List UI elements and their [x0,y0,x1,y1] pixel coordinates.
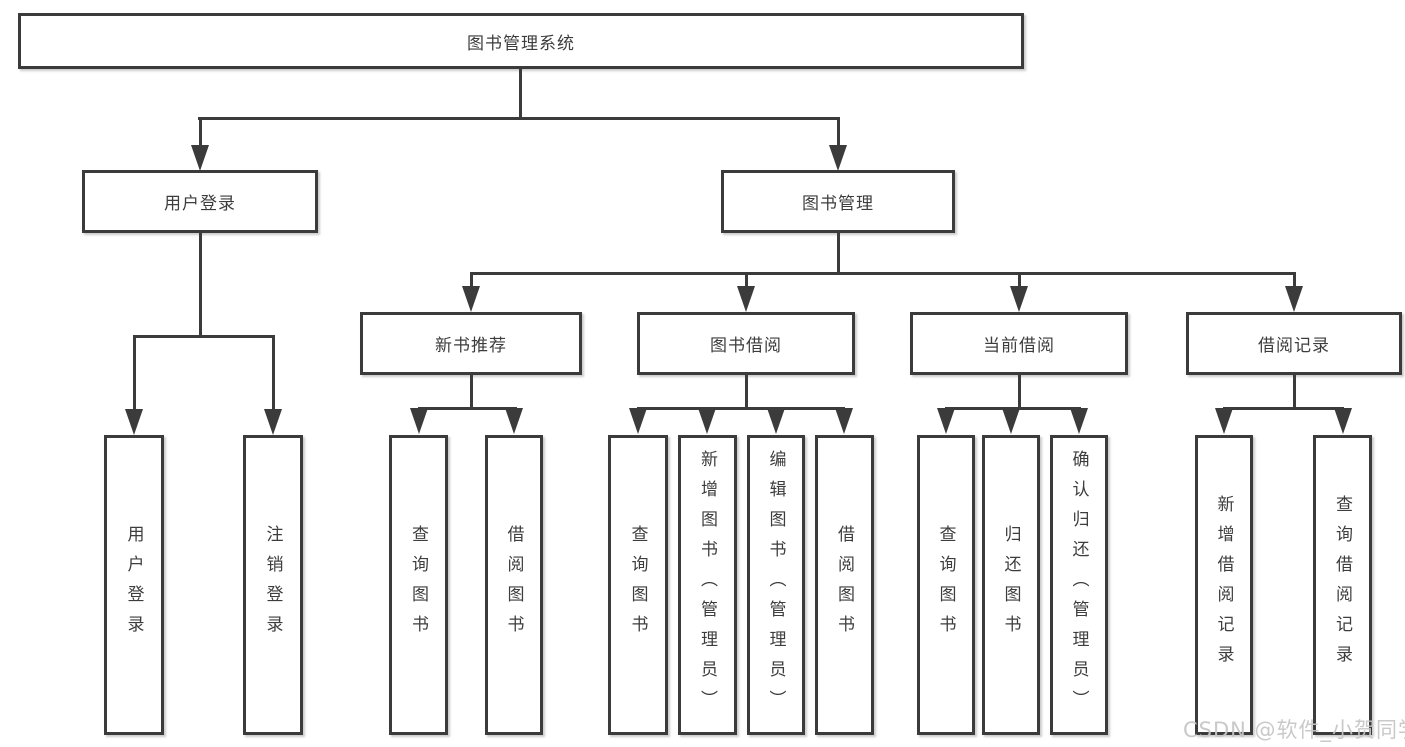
connector-drop-current [1018,272,1021,288]
connector-drop-login-leaf [133,335,136,411]
node-label: 用户登录 [164,194,236,214]
csdn-watermark: CSDN @软件_小贺同学 [1183,718,1405,742]
leaf-label: 新增图书（管理员） [697,450,717,720]
arrow-down-icon [410,408,428,434]
arrow-down-icon [698,408,716,434]
leaf-query-books-current: 查询图书 [917,435,975,735]
arrow-down-icon [1070,408,1088,434]
node-root-library-system: 图书管理系统 [18,13,1024,69]
leaf-label: 查询图书 [408,525,428,645]
connector-bus-borrow [637,407,845,410]
leaf-label: 用户登录 [123,525,144,645]
arrow-down-icon [505,408,523,434]
leaf-borrow-books: 借阅图书 [815,435,874,735]
node-label: 图书管理 [802,194,874,214]
node-book-borrowing: 图书借阅 [637,312,855,375]
arrow-down-icon [829,145,847,171]
leaf-add-borrow-record: 新增借阅记录 [1195,435,1253,735]
connector-drop-record [1293,272,1296,288]
connector-drop-borrow [745,272,748,288]
node-book-management-branch: 图书管理 [721,170,955,233]
leaf-label: 查询借阅记录 [1332,495,1352,675]
leaf-user-login: 用户登录 [104,435,164,735]
node-label: 当前借阅 [983,336,1055,356]
connector-drop-logout-leaf [272,335,275,411]
connector-borrow-stem [745,375,748,410]
arrow-down-icon [937,408,955,434]
node-label: 图书借阅 [710,336,782,356]
connector-new-rec-stem [470,375,473,410]
arrow-down-icon [125,409,143,435]
leaf-label: 确认归还（管理员） [1068,450,1089,720]
arrow-down-icon [1285,286,1303,312]
connector-bus-level2 [198,117,840,120]
connector-drop-new-rec [470,272,473,288]
leaf-query-borrow-record: 查询借阅记录 [1313,435,1372,735]
node-user-login-branch: 用户登录 [82,170,318,233]
leaf-label: 归还图书 [1000,525,1021,645]
leaf-add-books-admin: 新增图书（管理员） [678,435,737,735]
node-borrowing-records: 借阅记录 [1186,312,1402,375]
connector-bus-record [1223,407,1344,410]
connector-bus-level3 [470,272,1296,275]
arrow-down-icon [462,286,480,312]
arrow-down-icon [1215,408,1233,434]
connector-root-stem [519,68,522,119]
node-label: 新书推荐 [435,336,507,356]
leaf-label: 借阅图书 [503,525,524,645]
leaf-label: 注销登录 [262,525,283,645]
node-label: 借阅记录 [1258,336,1330,356]
node-current-borrowing: 当前借阅 [910,312,1128,375]
leaf-label: 新增借阅记录 [1213,495,1234,675]
arrow-down-icon [1010,286,1028,312]
arrow-down-icon [1334,408,1352,434]
connector-drop-book-mgmt [837,117,840,147]
leaf-query-books-recommend: 查询图书 [389,435,448,735]
leaf-return-books: 归还图书 [982,435,1040,735]
node-label: 图书管理系统 [467,33,575,54]
arrow-down-icon [264,409,282,435]
connector-drop-user-login [199,117,202,147]
arrow-down-icon [1002,408,1020,434]
leaf-label: 查询图书 [627,525,648,645]
arrow-down-icon [629,408,647,434]
leaf-label: 查询图书 [935,525,956,645]
connector-user-login-stem [199,233,202,337]
leaf-label: 借阅图书 [834,525,854,645]
leaf-label: 编辑图书（管理员） [765,450,786,720]
arrow-down-icon [737,286,755,312]
leaf-borrow-books-recommend: 借阅图书 [485,435,543,735]
leaf-confirm-return-admin: 确认归还（管理员） [1050,435,1108,735]
connector-bus-user-login [133,335,275,338]
arrow-down-icon [767,408,785,434]
leaf-edit-books-admin: 编辑图书（管理员） [747,435,805,735]
arrow-down-icon [835,408,853,434]
arrow-down-icon [191,145,209,171]
leaf-logout: 注销登录 [243,435,303,735]
connector-record-stem [1293,375,1296,410]
connector-bus-new-rec [418,407,517,410]
leaf-query-books-borrowing: 查询图书 [608,435,668,735]
connector-current-stem [1018,375,1021,410]
connector-book-mgmt-stem [837,233,840,275]
node-new-book-recommend: 新书推荐 [360,312,582,375]
